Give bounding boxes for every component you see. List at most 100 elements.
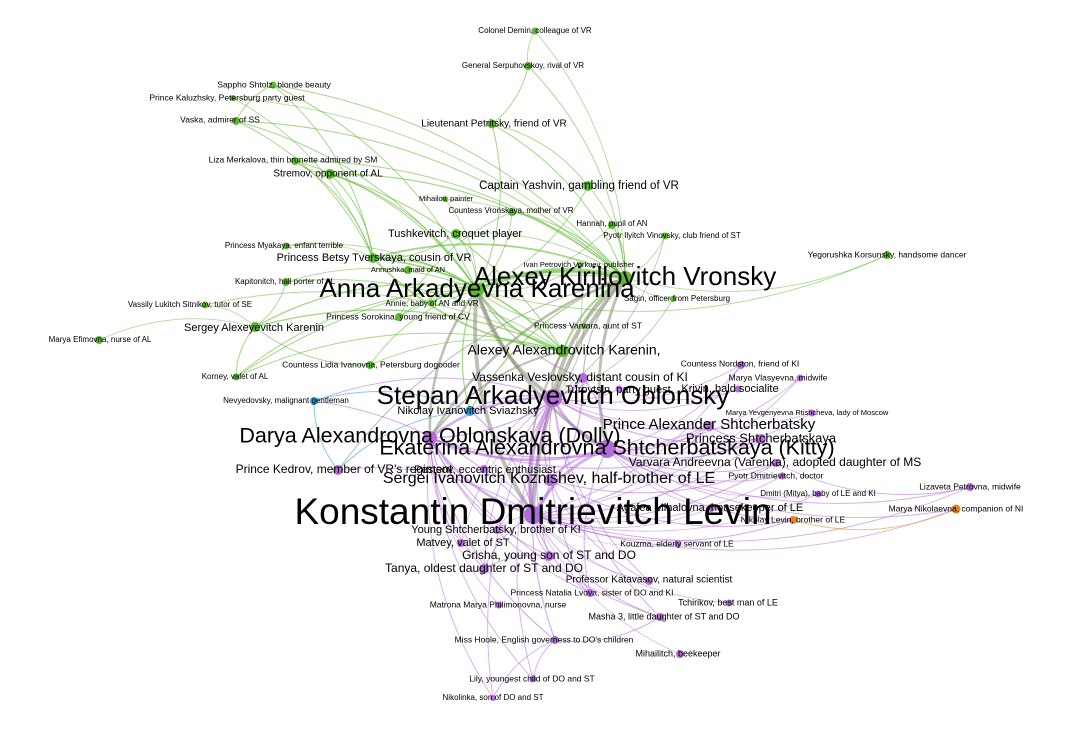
node-koznishev[interactable] [544, 474, 556, 486]
node-lizaveta[interactable] [966, 483, 974, 491]
node-vaska[interactable] [232, 117, 240, 125]
node-label-maryanik: Marya Nikolaevna, companion of NI [889, 503, 1024, 513]
node-tushkevitch[interactable] [451, 229, 461, 239]
node-sagin[interactable] [670, 296, 676, 302]
node-krivin[interactable] [734, 385, 742, 393]
node-princesssh[interactable] [756, 434, 766, 444]
node-demin[interactable] [531, 27, 539, 35]
edge-levin-vlasyevna [532, 377, 801, 516]
node-korney[interactable] [232, 373, 240, 381]
node-grisha[interactable] [544, 551, 554, 561]
node-nordston[interactable] [737, 361, 745, 369]
node-kaluzhsky[interactable] [230, 95, 236, 101]
node-label-lily: Lily, youngest child of DO and ST [469, 673, 595, 683]
node-seryozha[interactable] [250, 322, 260, 332]
node-stremov[interactable] [325, 169, 335, 179]
node-nevyedovsky[interactable] [310, 397, 318, 405]
node-vlasyevna[interactable] [796, 374, 804, 382]
node-varenka[interactable] [772, 459, 780, 467]
node-petritsky[interactable] [487, 119, 497, 129]
node-varvara[interactable] [581, 323, 587, 329]
node-lily[interactable] [529, 675, 537, 683]
node-maryanik[interactable] [951, 504, 961, 514]
node-label-krivin: Krivin, bald socialite [681, 383, 778, 395]
node-kedrov[interactable] [333, 465, 343, 475]
node-sviazhsky[interactable] [465, 406, 475, 416]
node-anna[interactable] [470, 283, 484, 297]
node-lidia[interactable] [366, 361, 374, 369]
node-veslovsky[interactable] [578, 373, 588, 383]
node-marya[interactable] [95, 336, 103, 344]
edge-sviazhsky-nevyedovsky [313, 391, 471, 412]
node-natalia[interactable] [586, 589, 594, 597]
node-oblonsky[interactable] [544, 389, 562, 407]
node-nikolinka[interactable] [490, 695, 496, 701]
node-agafea[interactable] [707, 504, 715, 512]
node-vinovsky[interactable] [661, 232, 669, 240]
node-levin[interactable] [524, 506, 542, 524]
node-annushka[interactable] [404, 266, 412, 274]
node-shtolz[interactable] [269, 81, 277, 89]
node-kapitonitch[interactable] [282, 278, 290, 286]
edge-vronsky-mihailov [444, 198, 626, 279]
node-rtishcheva[interactable] [808, 409, 816, 417]
edge-dolly-veslovsky [429, 377, 584, 439]
node-mihailov[interactable] [442, 196, 448, 202]
node-vronsky[interactable] [618, 271, 632, 285]
node-label-kapitonitch: Kapitonitch, hall porter of AL [235, 277, 336, 286]
node-sitnikov[interactable] [201, 301, 209, 309]
node-merkalova[interactable] [291, 157, 299, 165]
node-dolly[interactable] [423, 431, 437, 445]
node-sorokina[interactable] [395, 313, 403, 321]
node-myakaya[interactable] [282, 242, 290, 250]
node-label-mihailitch: Mihailitch, beekeeper [635, 648, 720, 658]
edge-anna-varvara [476, 289, 585, 327]
node-serpuhovskoy[interactable] [524, 62, 532, 70]
node-label-serpuhovskoy: General Serpuhovskoy, rival of VR [462, 61, 584, 70]
node-nikolay[interactable] [789, 516, 797, 524]
node-matvey[interactable] [457, 539, 465, 547]
node-pyotrdm[interactable] [778, 472, 786, 480]
node-kouzma[interactable] [674, 540, 682, 548]
node-turovtsin[interactable] [615, 385, 623, 393]
node-youngsh[interactable] [493, 526, 501, 534]
edge-anna-petritsky [476, 123, 501, 291]
node-vorkuev[interactable] [577, 262, 583, 268]
edge-levin-pyotrdm [532, 475, 783, 523]
edge-anna-korney [235, 289, 478, 378]
node-korsunsky[interactable] [883, 251, 891, 259]
edge-levin-masha [532, 514, 661, 618]
node-hoole[interactable] [551, 636, 559, 644]
node-yashvin[interactable] [583, 181, 593, 191]
node-label-korney: Korney, valet of AL [202, 372, 269, 381]
node-mitya[interactable] [814, 490, 822, 498]
node-label-nikolinka: Nikolinka, son of DO and ST [443, 693, 544, 702]
node-tchirikov[interactable] [725, 599, 733, 607]
node-kitty[interactable] [598, 440, 616, 458]
node-annie[interactable] [427, 299, 435, 307]
node-label-katavasov: Professor Katavasov, natural scientist [566, 575, 733, 586]
edge-vronsky-shtolz [272, 84, 626, 279]
edge-oblonsky-natalia [548, 397, 591, 594]
node-pestsov[interactable] [480, 465, 488, 473]
node-betsy[interactable] [368, 253, 378, 263]
node-karenin[interactable] [557, 345, 569, 357]
node-tanya[interactable] [479, 564, 489, 574]
edge-karenin-kapitonitch [285, 279, 564, 352]
node-hannah[interactable] [608, 221, 616, 229]
node-masha[interactable] [656, 613, 664, 621]
node-katavasov[interactable] [645, 577, 653, 585]
node-matrona[interactable] [495, 601, 503, 609]
edge-vronsky-kedrov [337, 277, 626, 471]
node-countessvr[interactable] [508, 208, 516, 216]
node-mihailitch[interactable] [676, 650, 684, 658]
edge-vronsky-petritsky [491, 123, 626, 279]
node-princealex[interactable] [704, 421, 714, 431]
edge-kitty-agafea [606, 448, 712, 509]
node-label-youngsh: Young Shtcherbatsky, brother of KI [411, 524, 580, 536]
node-label-vaska: Vaska, admirer of SS [180, 114, 260, 124]
edge-vronsky-betsy [372, 243, 626, 279]
edge-betsy-myakaya [285, 242, 374, 259]
edge-anna-yashvin [476, 185, 589, 291]
